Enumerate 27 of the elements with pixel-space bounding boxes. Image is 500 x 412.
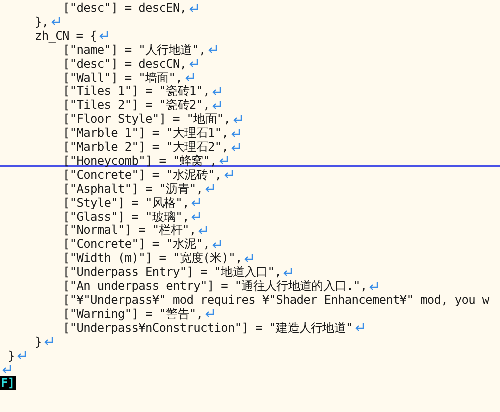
code-line: ["Underpass¥nConstruction"] = "建造人行地道" xyxy=(63,320,353,335)
code-line: ["Underpass Entry"] = "地道入口", xyxy=(63,265,282,280)
code-line: ["Warning"] = "警告", xyxy=(63,306,204,321)
code-line: ["Marble 2"] = "大理石2", xyxy=(63,140,229,154)
code-line: ["An underpass entry"] = "通往人行地道的入口.", xyxy=(63,279,368,293)
code-line: ["Wall"] = "墙面", xyxy=(63,70,183,84)
code-line: ["Concrete"] = "水泥", xyxy=(63,237,210,252)
code-line: ["Glass"] = "玻璃", xyxy=(63,210,190,224)
code-line: } xyxy=(8,348,15,362)
code-line: ["Normal"] = "栏杆", xyxy=(63,223,196,238)
code-line: ["Style"] = "风格", xyxy=(63,196,190,210)
code-line: zh_CN = { xyxy=(35,28,97,43)
code-line: ["desc"] = descCN, xyxy=(63,56,187,71)
code-line: ["Floor Style"] = "地面", xyxy=(63,112,231,126)
code-line: ["Concrete"] = "水泥砖", xyxy=(63,168,222,182)
code-line: ["name"] = "人行地道", xyxy=(63,42,206,57)
code-line: ["Marble 1"] = "大理石1", xyxy=(63,126,229,140)
code-line: ["desc"] = descEN, xyxy=(63,1,187,15)
end-of-file-marker: F] xyxy=(0,376,16,390)
code-line: } xyxy=(35,334,42,349)
code-line: ["¥"Underpass¥" mod requires ¥"Shader Enhancement¥" mod, you w xyxy=(63,292,490,307)
code-line: ["Tiles 2"] = "瓷砖2", xyxy=(63,98,210,112)
code-line: ["Honeycomb"] = "蜂窝", xyxy=(63,154,217,168)
code-line: ["Width (m)"] = "宽度(米)", xyxy=(63,251,242,266)
code-line: ["Asphalt"] = "沥青", xyxy=(63,182,204,196)
code-line: ["Tiles 1"] = "瓷砖1", xyxy=(63,84,210,98)
code-line: }, xyxy=(35,14,49,29)
